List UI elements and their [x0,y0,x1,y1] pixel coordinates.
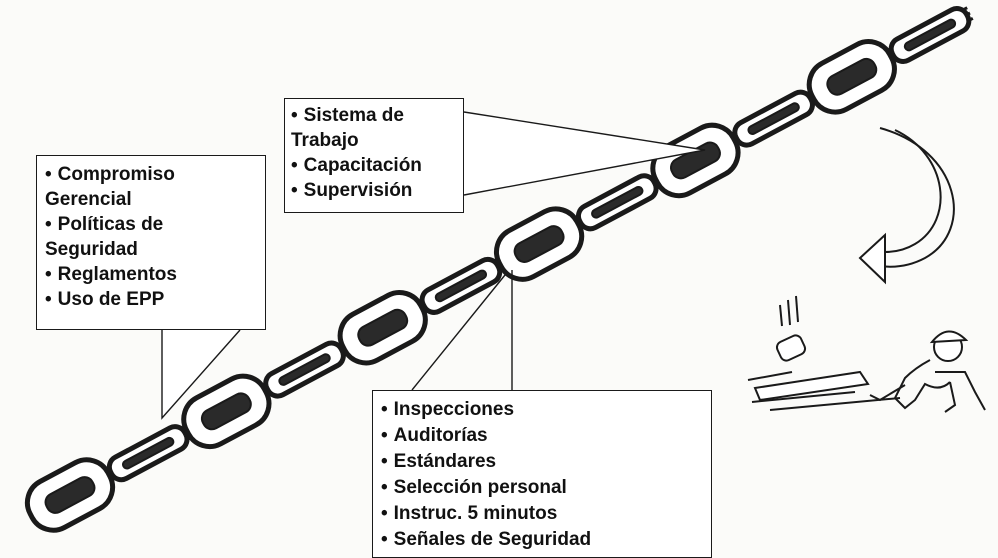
chain-link-icon [24,457,116,533]
chain-link-icon [888,5,972,65]
curved-arrow-icon [858,127,955,285]
chain-link-icon [806,39,897,115]
chain-link-icon [650,122,741,199]
callout-bottom-item: Señales de Seguridad [381,527,711,553]
callout-bottom-item: Estándares [381,449,711,475]
bottom-pointer [411,270,513,391]
callout-left-item: Gerencial [45,189,132,210]
callout-top-item: Trabajo [291,130,359,151]
callout-left-item: Políticas de [45,212,265,237]
chain-link-icon [575,173,659,232]
chain-link-icon [337,290,428,366]
worker-icon [747,295,986,413]
chain-link-icon [181,373,272,450]
callout-bottom-item: Inspecciones [381,397,711,423]
chain-link-icon [106,424,190,483]
callout-left-item: Reglamentos [45,262,265,287]
chain-link-icon [263,340,346,399]
callout-left-item: Seguridad [45,239,138,260]
chain-link-icon [494,206,585,282]
chain-link-icon [419,256,503,315]
chain-link-icon [732,89,815,148]
callout-left: Compromiso Gerencial Políticas de Seguri… [36,155,266,330]
callout-left-item: Uso de EPP [45,287,265,312]
callout-bottom: Inspecciones Auditorías Estándares Selec… [372,390,712,558]
callout-left-item: Compromiso [45,162,265,187]
callout-top-item: Capacitación [291,153,463,178]
callout-top-item: Supervisión [291,178,463,203]
callout-bottom-item: Instruc. 5 minutos [381,501,711,527]
callout-top-item: Sistema de [291,103,463,128]
callout-bottom-item: Selección personal [381,475,711,501]
callout-top: Sistema de Trabajo Capacitación Supervis… [284,98,464,213]
chain-links [24,5,974,533]
top-pointer [463,111,706,196]
falling-object-icon [775,295,807,362]
callout-pointers [161,111,706,420]
left-pointer [161,329,241,420]
callout-bottom-item: Auditorías [381,423,711,449]
